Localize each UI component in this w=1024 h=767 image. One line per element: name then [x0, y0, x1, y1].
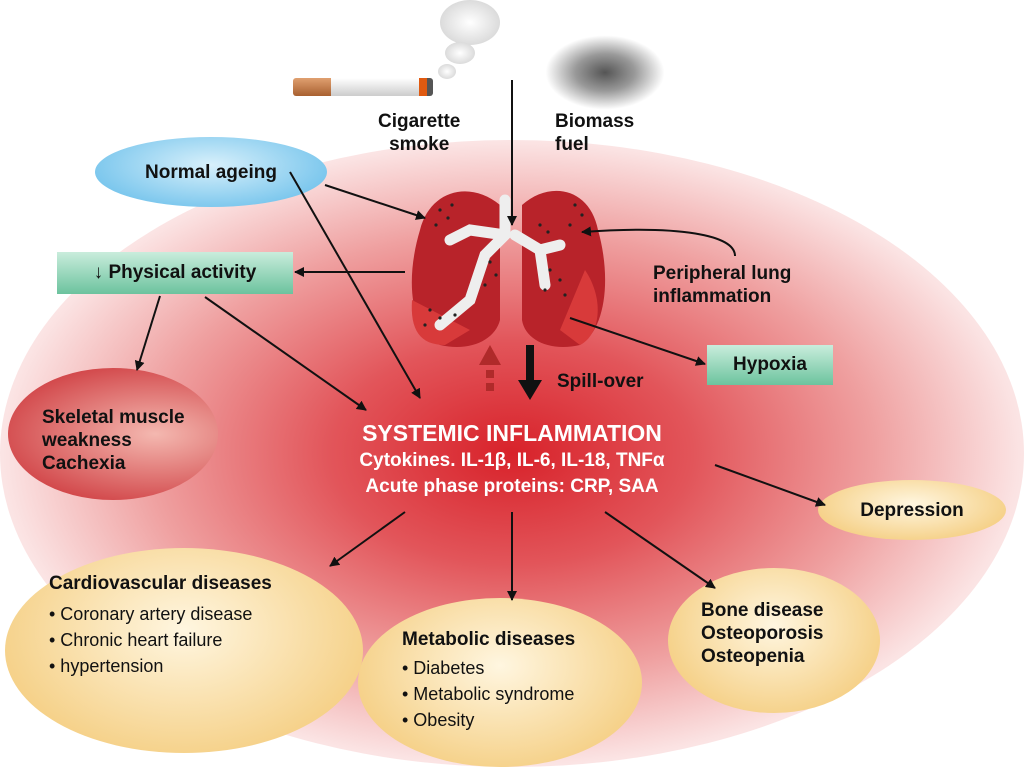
- arrow: [581, 226, 736, 257]
- systemic-inflammation-title: SYSTEMIC INFLAMMATION: [362, 420, 662, 446]
- label-line: Bone disease: [701, 600, 824, 621]
- cardiovascular-title: Cardiovascular diseases: [49, 573, 272, 594]
- cigarette-smoke-label: Cigarette smoke: [378, 110, 460, 156]
- label-line: fuel: [555, 134, 589, 155]
- list-item: • Obesity: [402, 710, 475, 730]
- cigarette-icon: [293, 78, 433, 96]
- label-line: Cigarette: [378, 111, 461, 132]
- depression-node: Depression: [818, 480, 1006, 540]
- metabolic-title: Metabolic diseases: [402, 629, 576, 650]
- label-line: Biomass: [555, 111, 635, 132]
- physical-activity-node: ↓ Physical activity: [57, 252, 293, 294]
- label-line: weakness: [42, 430, 132, 451]
- list-item: • hypertension: [49, 656, 164, 676]
- arrow: [134, 295, 161, 371]
- arrow: [604, 511, 716, 589]
- spill-down-arrow: [518, 345, 542, 400]
- depression-label: Depression: [860, 499, 964, 521]
- arrow: [569, 317, 706, 366]
- label-line: Cachexia: [42, 453, 126, 474]
- spill-over-arrows: [479, 345, 542, 400]
- list-item: • Diabetes: [402, 658, 485, 678]
- hypoxia-node: Hypoxia: [707, 345, 833, 385]
- skeletal-muscle-node: Skeletal muscle weakness Cachexia: [8, 368, 218, 500]
- hypoxia-label: Hypoxia: [733, 354, 807, 375]
- list-item: • Coronary artery disease: [49, 604, 253, 624]
- cardiovascular-node: Cardiovascular diseases • Coronary arter…: [5, 548, 363, 753]
- label-line: Osteoporosis: [701, 623, 824, 644]
- biomass-smoke-icon: [545, 35, 665, 110]
- biomass-fuel-label: Biomass fuel: [555, 110, 634, 156]
- label-line: Skeletal muscle: [42, 407, 185, 428]
- spill-over-label: Spill-over: [557, 371, 644, 392]
- normal-ageing-node: Normal ageing: [95, 137, 327, 207]
- list-item: • Metabolic syndrome: [402, 684, 575, 704]
- label-line: inflammation: [653, 286, 772, 307]
- spill-up-arrow: [479, 345, 501, 365]
- smoke-cloud-icon: [430, 0, 505, 85]
- arrow: [289, 171, 421, 399]
- peripheral-lung-inflammation-label: Peripheral lung inflammation: [653, 262, 791, 308]
- label-line: Osteopenia: [701, 646, 805, 667]
- normal-ageing-label: Normal ageing: [145, 161, 277, 183]
- list-item: • Chronic heart failure: [49, 630, 223, 650]
- acute-phase-label: Acute phase proteins: CRP, SAA: [365, 476, 659, 497]
- cytokines-label: Cytokines. IL-1β, IL-6, IL-18, TNFα: [359, 450, 665, 471]
- physical-activity-label: ↓ Physical activity: [93, 262, 257, 283]
- arrow: [329, 511, 406, 567]
- label-line: smoke: [389, 134, 450, 155]
- systemic-inflammation-block: SYSTEMIC INFLAMMATION Cytokines. IL-1β, …: [290, 418, 734, 500]
- label-line: Peripheral lung: [653, 263, 792, 284]
- arrow: [324, 184, 426, 220]
- arrow: [714, 464, 826, 507]
- arrow: [204, 296, 367, 411]
- metabolic-node: Metabolic diseases • Diabetes • Metaboli…: [358, 598, 642, 767]
- bone-disease-node: Bone disease Osteoporosis Osteopenia: [668, 568, 880, 713]
